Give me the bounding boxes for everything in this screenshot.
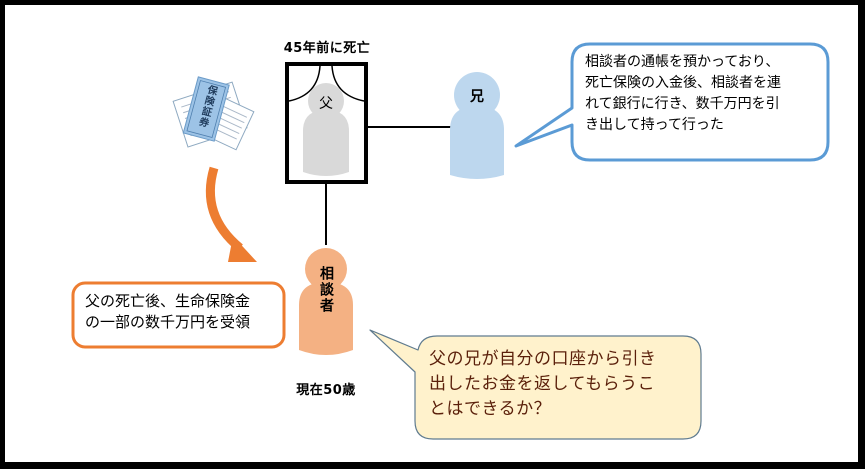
brother-speech-text: 相談者の通帳を預かっており、 死亡保険の入金後、相談者を連 れて銀行に行き、数千… [585,52,825,136]
question-line: とはできるか？ [429,399,552,419]
arrow-head [228,236,257,262]
brother-speech-bubble [514,42,830,162]
arrow-shaft [205,166,243,252]
certificate-card [182,76,230,142]
father-head [308,83,344,119]
brother-head [454,72,500,118]
father-body [303,110,349,176]
speech-line: れて銀行に行き、数千万円を引 [585,96,780,112]
father-name-label: 父 [319,96,333,112]
question-line: 父の兄が自分の口座から引き [429,349,657,369]
speech-line: 相談者の通帳を預かっており、 [585,54,780,70]
father-status-label: 45年前に死亡 [283,41,371,56]
speech-line: 死亡保険の入金後、相談者を連 [585,75,781,91]
client-body [299,282,353,355]
insurance-note-text: 父の死亡後、生命保険金 の一部の数千万円を受領 [85,291,285,333]
brother-body [450,106,504,179]
question-text: 父の兄が自分の口座から引き 出したお金を返してもらうこ とはできるか？ [429,347,699,422]
father-portrait [285,62,368,184]
speech-line: き出して持って行った [585,117,724,133]
question-line: 出したお金を返してもらうこ [429,374,656,394]
question-speech-bubble [369,329,702,440]
note-line: 父の死亡後、生命保険金 [85,292,251,310]
brother-name-label: 兄 [470,89,484,105]
client-age-label: 現在50歳 [296,383,356,398]
client-name-label: 相談者 [318,266,334,314]
client-figure [299,248,353,355]
note-line: の一部の数千万円を受領 [85,313,251,331]
mourning-ribbon-right [331,65,365,102]
insurance-certificate-icon [172,76,255,151]
insurance-arrow [205,166,257,262]
client-head [305,248,347,290]
mourning-ribbon-left [288,65,321,102]
insurance-note-box [71,281,286,349]
brother-figure [450,72,504,179]
